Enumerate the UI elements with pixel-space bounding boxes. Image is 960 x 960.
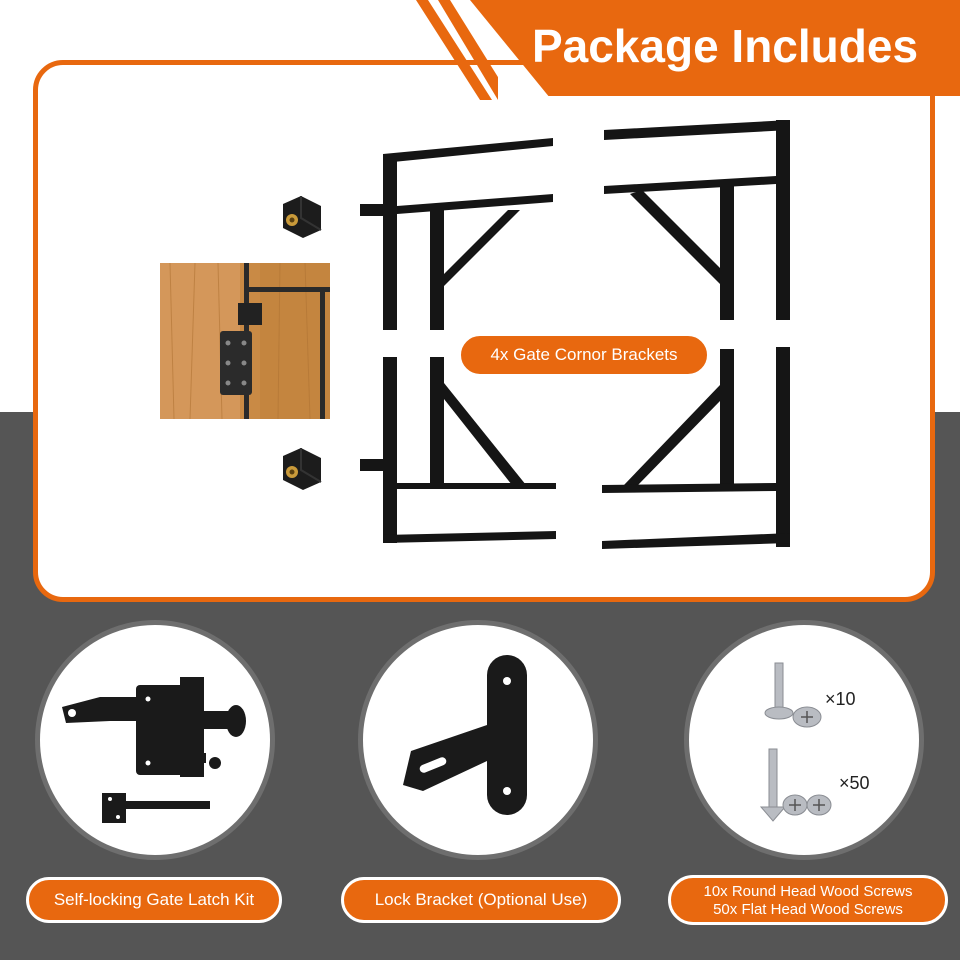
decorative-stripes <box>416 0 498 100</box>
screws-label: 10x Round Head Wood Screws 50x Flat Head… <box>668 875 948 925</box>
lock-bracket-icon <box>403 655 527 815</box>
flat-head-quantity: ×50 <box>839 773 870 793</box>
corner-bracket-icon <box>602 347 790 549</box>
screws-label-line-2: 50x Flat Head Wood Screws <box>713 901 903 918</box>
hinge-mount-icon <box>283 448 322 490</box>
latch-kit-circle <box>35 620 275 860</box>
screw-icon <box>759 662 832 822</box>
corner-brackets-label: 4x Gate Cornor Brackets <box>458 333 710 377</box>
lock-bracket-circle <box>358 620 598 860</box>
corner-bracket-icon <box>360 138 553 330</box>
screws-label-line-1: 10x Round Head Wood Screws <box>703 883 913 900</box>
gate-installation-photo <box>160 263 330 419</box>
lock-bracket-label: Lock Bracket (Optional Use) <box>341 877 621 923</box>
round-head-quantity: ×10 <box>825 689 856 709</box>
title-banner <box>470 0 960 96</box>
latch-kit-label: Self-locking Gate Latch Kit <box>26 877 282 923</box>
screws-circle: ×10 ×50 <box>684 620 924 860</box>
page-title: Package Includes <box>531 20 919 72</box>
corner-bracket-icon <box>360 357 556 543</box>
corner-bracket-icon <box>604 120 790 320</box>
latch-icon <box>62 677 246 823</box>
hinge-mount-icon <box>283 196 322 238</box>
